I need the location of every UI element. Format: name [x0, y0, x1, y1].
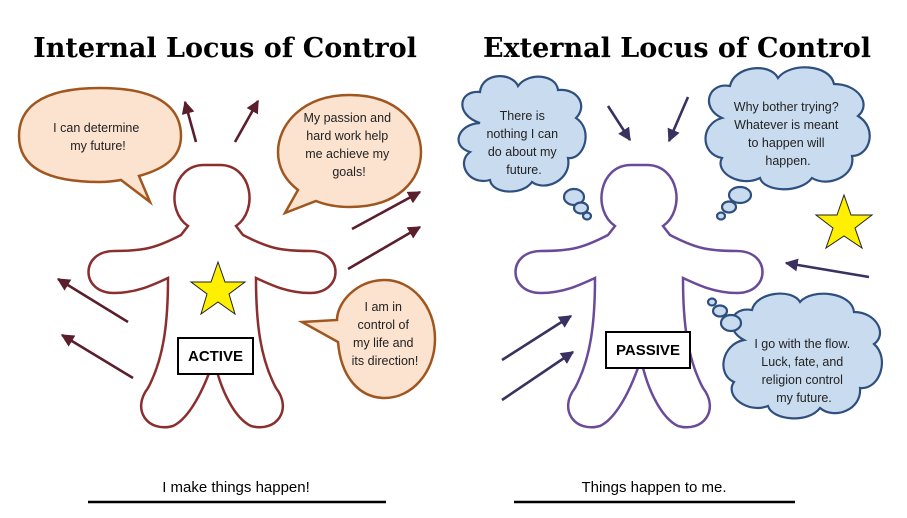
thought-cloud-text: Why bother trying? Whatever is meant to … [734, 100, 842, 168]
bubble-line: control of [358, 318, 410, 332]
outward-arrow [56, 277, 129, 324]
speech-bubble-text: My passion and hard work help me achieve… [303, 111, 394, 179]
speech-bubble-determine: I can determine my future! [17, 86, 183, 206]
passive-label: PASSIVE [616, 342, 680, 359]
external-panel: External Locus of Control PASSIVE There … [457, 33, 884, 504]
cloud-line: Why bother trying? [734, 100, 839, 114]
cloud-line: There is [500, 109, 545, 123]
outward-arrow [351, 190, 422, 231]
internal-caption: I make things happen! [162, 479, 310, 496]
inward-arrow [667, 96, 690, 143]
speech-bubble-text: I am in control of my life and its direc… [352, 300, 419, 368]
internal-star-icon [189, 260, 247, 316]
cloud-line: happen. [765, 154, 810, 168]
external-star-icon [814, 193, 874, 250]
bubble-line: goals! [332, 165, 365, 179]
thought-cloud-text: I go with the flow. Luck, fate, and reli… [754, 337, 853, 405]
bubble-line: My passion and [303, 111, 391, 125]
cloud-line: I go with the flow. [754, 337, 850, 351]
bubble-line: I am in [365, 300, 403, 314]
cloud-line: do about my [488, 145, 558, 159]
bubble-line: my life and [353, 336, 413, 350]
cloud-line: religion control [762, 373, 843, 387]
thought-cloud-why-bother: Why bother trying? Whatever is meant to … [704, 66, 871, 221]
inward-arrows [501, 96, 870, 402]
inward-arrow [501, 314, 573, 362]
cloud-line: to happen will [748, 136, 824, 150]
inward-arrow [501, 350, 575, 402]
active-label: ACTIVE [188, 348, 243, 365]
speech-bubble-control: I am in control of my life and its direc… [297, 278, 437, 400]
cloud-line: Luck, fate, and [761, 355, 843, 369]
speech-bubble-text: I can determine my future! [53, 121, 143, 153]
speech-bubble-passion: My passion and hard work help me achieve… [276, 93, 423, 216]
external-caption: Things happen to me. [581, 479, 726, 496]
cloud-line: future. [506, 163, 541, 177]
thought-cloud-text: There is nothing I can do about my futur… [486, 109, 561, 177]
outward-arrow [181, 100, 198, 143]
inward-arrow [784, 258, 870, 279]
outward-arrow [347, 225, 422, 271]
cloud-line: my future. [776, 391, 832, 405]
bubble-line: I can determine [53, 121, 139, 135]
bubble-line: its direction! [352, 354, 419, 368]
outward-arrow [233, 99, 260, 143]
internal-panel: Internal Locus of Control ACTIVE I can d… [17, 33, 437, 504]
inward-arrow [606, 105, 632, 142]
external-title: External Locus of Control [483, 33, 871, 64]
active-label-box: ACTIVE [177, 337, 254, 375]
internal-title: Internal Locus of Control [33, 33, 417, 64]
bubble-line: my future! [70, 139, 126, 153]
cloud-line: Whatever is meant [734, 118, 839, 132]
thought-cloud-go-with-flow: I go with the flow. Luck, fate, and reli… [706, 292, 884, 420]
cloud-line: nothing I can [486, 127, 558, 141]
bubble-line: me achieve my [305, 147, 390, 161]
outward-arrows [56, 99, 422, 380]
bubble-line: hard work help [306, 129, 388, 143]
thought-cloud-nothing: There is nothing I can do about my futur… [457, 75, 593, 221]
passive-label-box: PASSIVE [605, 331, 691, 369]
outward-arrow [60, 333, 134, 380]
